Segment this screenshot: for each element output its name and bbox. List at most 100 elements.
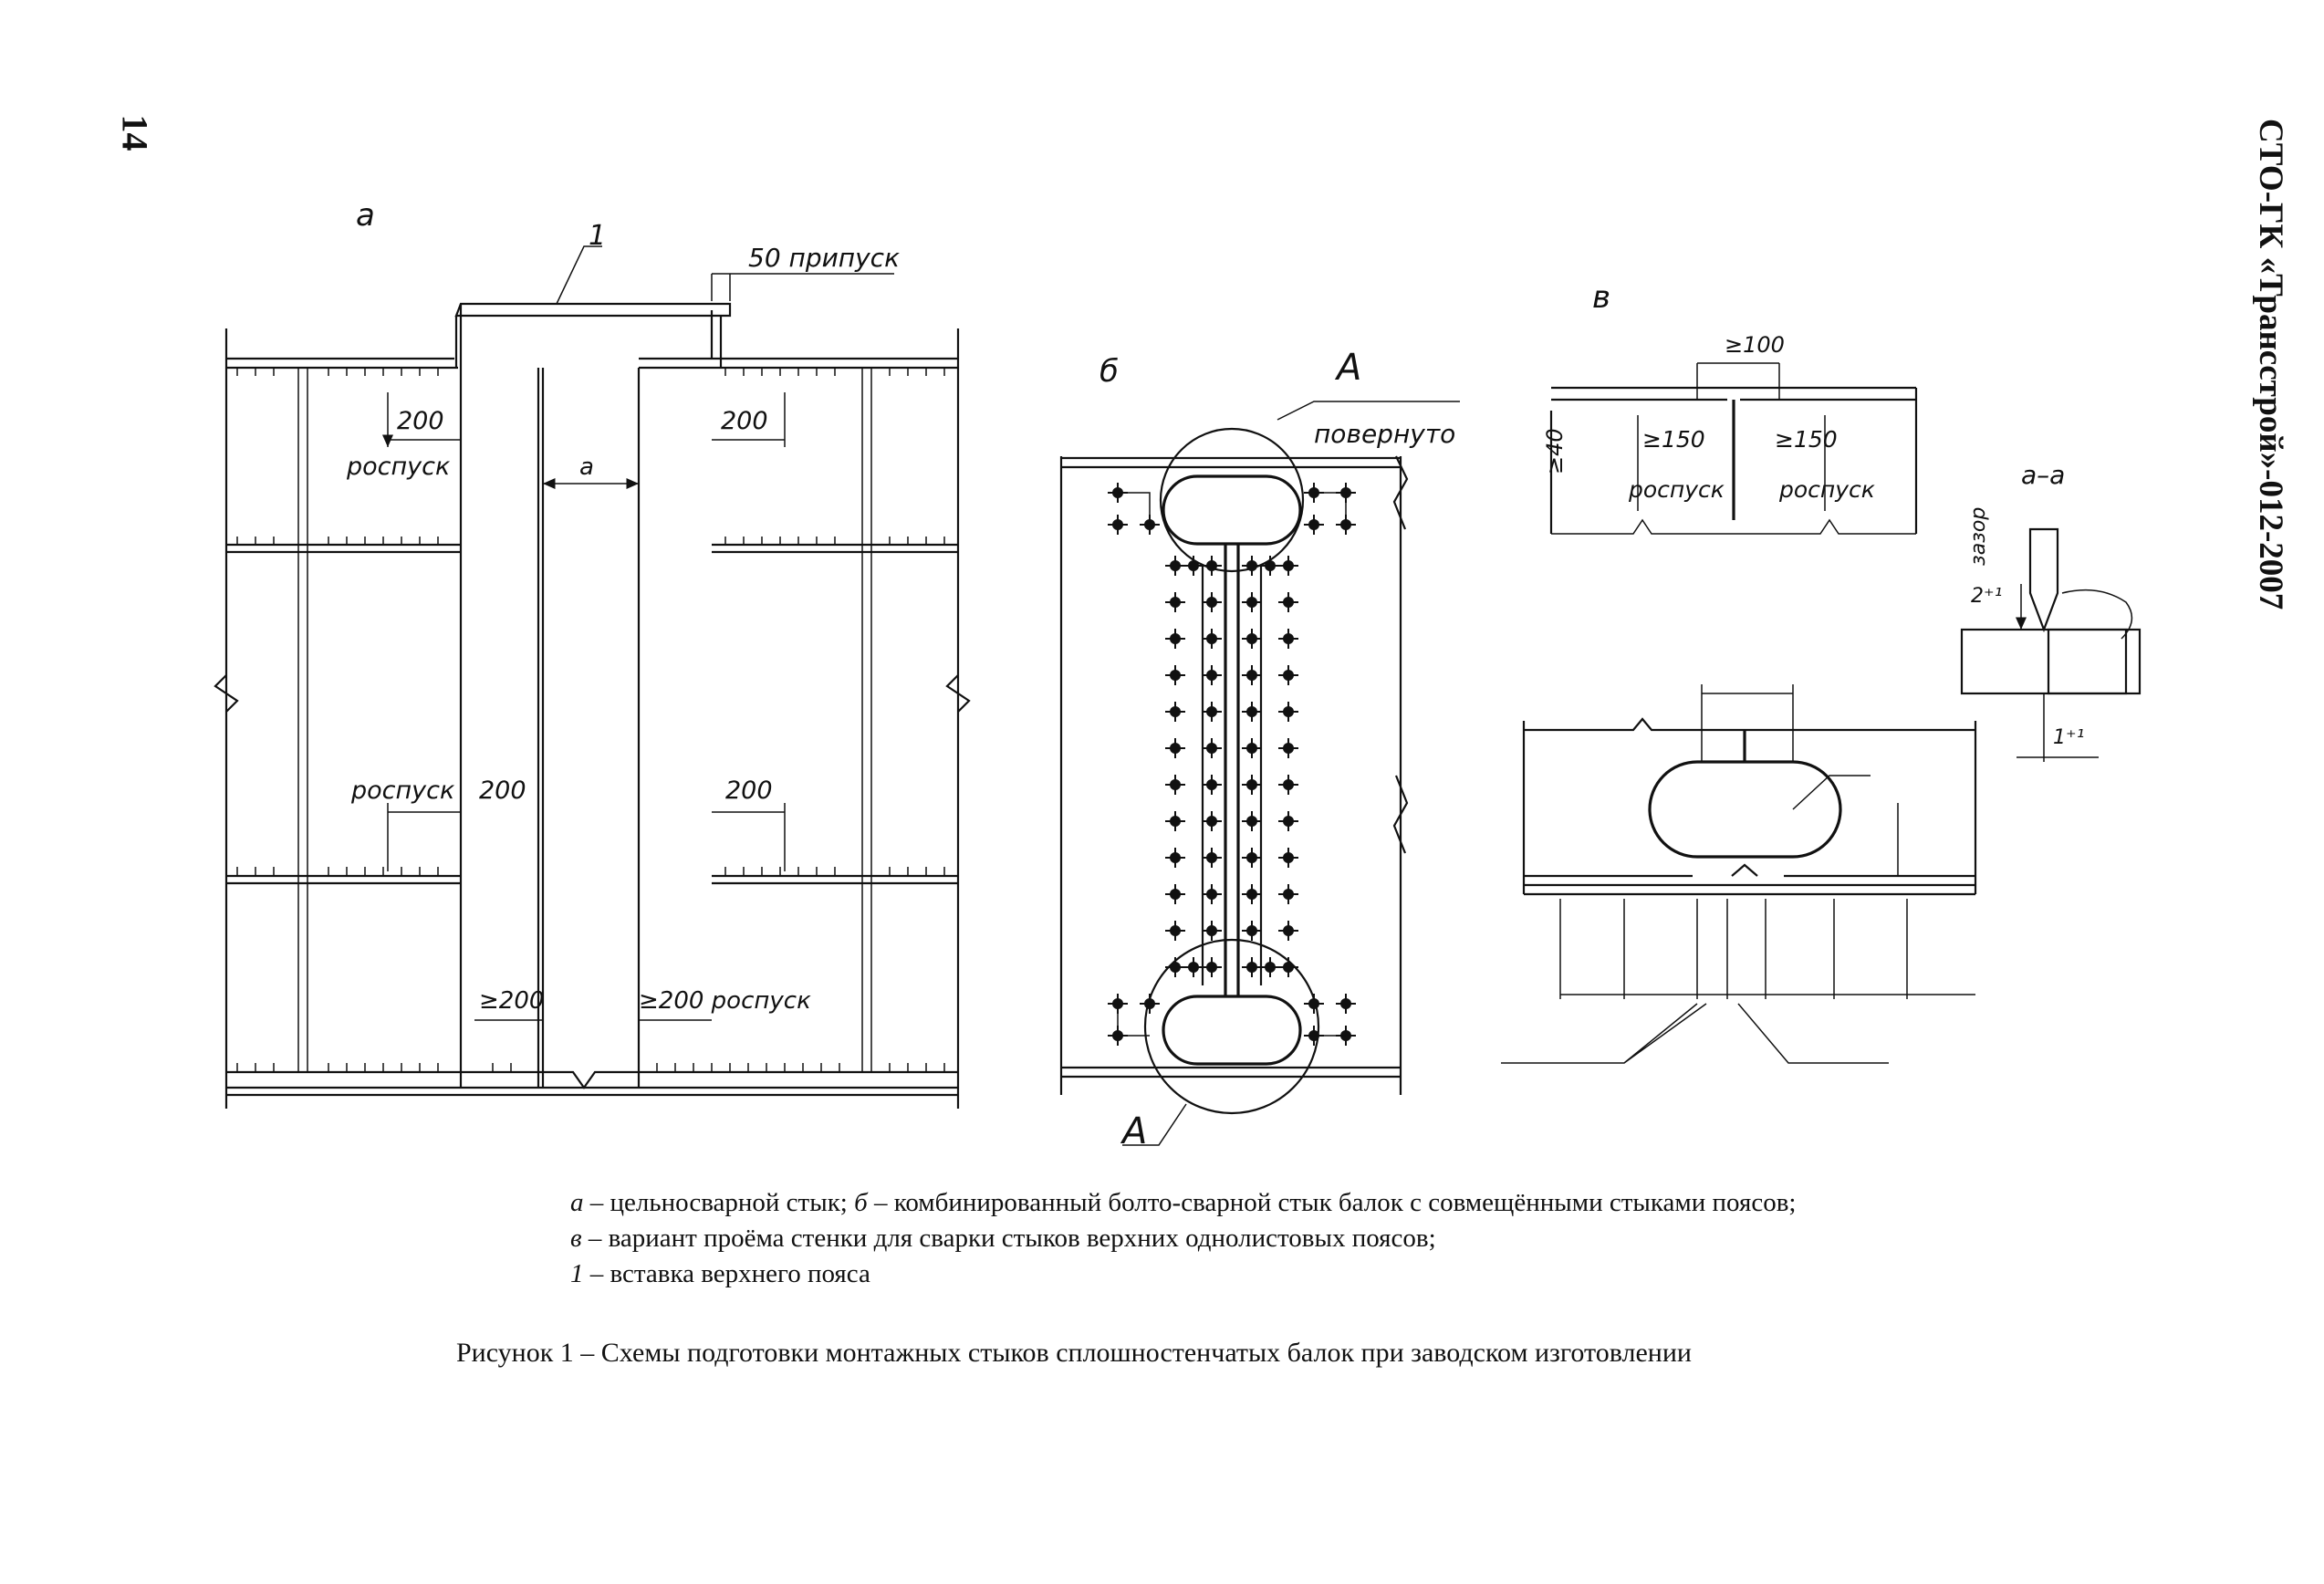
panel-v-electrode: [2028, 527, 2059, 633]
caption-text-a: – цельносварной стык;: [583, 1188, 855, 1217]
panel-a-insert-piece: [454, 302, 732, 318]
node-a-radius-leader: [1792, 775, 1871, 810]
node-a-range-leader: [1737, 1003, 1889, 1064]
caption-key-v: в: [570, 1224, 582, 1253]
node-a-bevel-notch: [1731, 863, 1758, 877]
panel-v-gap-dim: 2⁺¹: [1971, 585, 2002, 608]
panel-a-dim-200-ml: 200: [479, 776, 526, 805]
panel-a-stiffeners: [297, 368, 872, 1072]
panel-v-release-right: роспуск: [1778, 476, 1875, 503]
node-a-dim-150: [1701, 684, 1794, 762]
panel-a-dim-min200-right: [638, 985, 712, 1063]
panel-a-insert-leader: [556, 245, 602, 305]
panel-a-release-ml: роспуск: [350, 776, 455, 805]
panel-b-opening-bottom: [1162, 995, 1302, 1066]
panel-a-right-top-flange: [639, 357, 958, 370]
node-a-bevel-leader: [1501, 1003, 1707, 1064]
panel-v-top-flange: [1551, 386, 1916, 401]
panel-b-flanges: [1061, 456, 1401, 1079]
panel-a-dim-200-upper-right: [712, 392, 786, 447]
panel-v-release-left: роспуск: [1628, 476, 1725, 503]
node-a-ends: [1522, 721, 1977, 894]
panel-b-splice-plates: [1201, 566, 1263, 985]
panel-b-frame-sides: [1059, 456, 1402, 1095]
figure-title: Рисунок 1 – Схемы подготовки монтажных с…: [456, 1338, 1692, 1368]
panel-b-letter: б: [1099, 353, 1119, 390]
panel-a-break-right: [945, 674, 971, 713]
panel-a-dim-200-mid-left: [387, 803, 461, 871]
panel-b-node-bottom-leader: [1122, 1103, 1187, 1146]
panel-a-insert-label: 1: [589, 220, 606, 252]
panel-a-break-left: [214, 674, 239, 713]
panel-v-min100: ≥100: [1725, 332, 1785, 358]
panel-b-callout-bottom: [1143, 938, 1320, 1115]
panel-v-shield-flame: [2061, 589, 2133, 640]
panel-b-flange-bolt-lines: [1117, 492, 1347, 1037]
node-a-dim-chain: [1559, 899, 1975, 999]
panel-b-node-bottom: А: [1120, 1110, 1147, 1152]
panel-b-node-top: А: [1334, 347, 1361, 389]
panel-b-rotated-leader: [1277, 401, 1460, 421]
panel-v-min100-dim: [1696, 362, 1780, 400]
panel-a-dim-200-mr: 200: [725, 776, 773, 805]
panel-b-break-right-top: [1392, 455, 1409, 530]
node-a-flange: [1524, 874, 1975, 896]
panel-a-upper-ribs: [226, 543, 958, 554]
panel-b-rotated: повернуто: [1314, 419, 1455, 449]
panel-v-ends: [1549, 388, 1918, 534]
panel-v-release-dims: [1637, 415, 1826, 511]
panel-v-gap: зазор: [1967, 507, 1990, 566]
panel-v: в ≥100 ≥40 ≥150 ≥150 роспуск роспуск а–а…: [1542, 279, 2142, 762]
panel-a-release-ul: роспуск: [346, 453, 451, 481]
panel-a-dim-200-ul: 200: [397, 407, 444, 435]
panel-v-min150-left: ≥150: [1642, 426, 1705, 453]
panel-a-dim-200-ur: 200: [721, 407, 768, 435]
panel-v-section: а–а: [2021, 460, 2065, 490]
caption-text-1: – вставка верхнего пояса: [583, 1259, 870, 1288]
panel-b-opening-top: [1162, 474, 1302, 546]
panel-a-right-insert-edge: [710, 310, 723, 368]
caption-key-a: а: [570, 1188, 584, 1217]
caption-text-v: – вариант проёма стенки для сварки стыко…: [581, 1224, 1436, 1253]
panel-v-gap-bottom-dim: [2017, 693, 2099, 762]
panel-a-allowance-label: 50 припуск: [748, 243, 900, 273]
panel-a-web-gap: [459, 368, 545, 1088]
panel-b-web-joint: [1224, 544, 1240, 996]
panel-b-break-right: [1392, 775, 1409, 854]
panel-v-gap-dim-bottom: 1⁺¹: [2053, 726, 2084, 749]
panel-a-min200-release: ≥200 роспуск: [639, 987, 811, 1015]
panel-a-middle-ribs: [226, 874, 958, 885]
panel-a-min200-left: ≥200: [479, 987, 544, 1015]
panel-a-insert-edge: [454, 304, 463, 368]
panel-v-min40: ≥40: [1542, 428, 1568, 474]
node-a: [1501, 684, 1977, 1064]
panel-v-letter: в: [1592, 279, 1610, 316]
panel-v-section-plate-left: [1960, 628, 2128, 695]
caption-line-2: в – вариант проёма стенки для сварки сты…: [570, 1222, 1436, 1255]
panel-a-weld-ticks: [236, 368, 945, 1072]
panel-a-gap-a: а: [579, 453, 594, 481]
panel-v-min150-right: ≥150: [1775, 426, 1838, 453]
caption-text-b: – комбинированный болто-сварной стык бал…: [867, 1188, 1797, 1217]
panel-a-bottom-flange: [226, 1070, 958, 1097]
panel-a-dim-200-upper-left: [388, 392, 461, 447]
panel-a-dim-min200-left: [474, 985, 544, 1063]
panel-a-letter: а: [356, 197, 375, 234]
panel-v-section-plate-right: [2047, 628, 2142, 695]
caption-key-1: 1: [570, 1259, 584, 1288]
caption-line-1: а – цельносварной стык; б – комбинирован…: [570, 1186, 1796, 1219]
panel-b: б А повернуто: [1059, 347, 1460, 1152]
panel-b-callout-top: [1159, 427, 1305, 573]
node-a-opening: [1648, 760, 1842, 859]
caption-key-b: б: [854, 1188, 868, 1217]
caption-line-3: 1 – вставка верхнего пояса: [570, 1257, 870, 1290]
panel-a-gap-edges: [537, 368, 641, 1088]
node-a-top-line: [1524, 717, 1975, 732]
panel-a-dim-200-mid-right: [712, 803, 786, 871]
panel-a-left-top-flange: [226, 357, 458, 370]
panel-b-web-bolts: [1107, 482, 1357, 1047]
panel-a: а 1 50 припуск 200 росп: [214, 197, 971, 1109]
panel-v-break-line: [1551, 518, 1916, 535]
panel-a-allowance-dim: [711, 273, 894, 301]
